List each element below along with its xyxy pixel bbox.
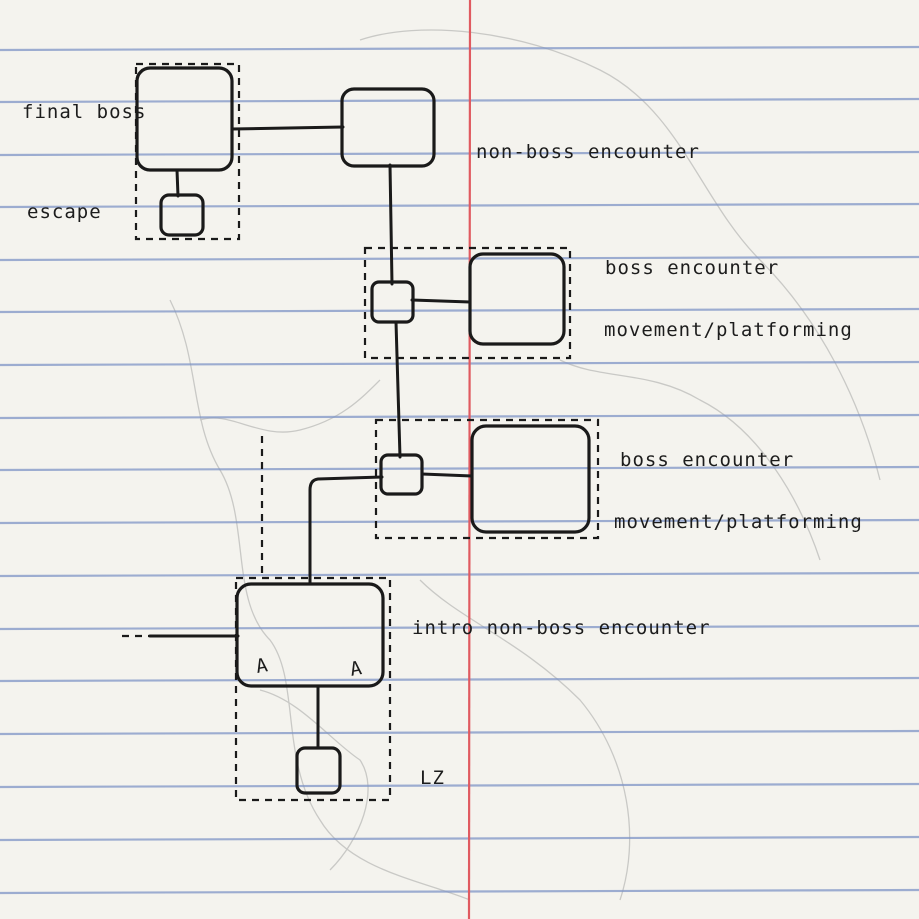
labels: final boss escape non-boss encounter bos… xyxy=(22,101,863,789)
intro-room xyxy=(235,582,385,688)
intro-room-left-mark: A xyxy=(254,654,270,678)
label-boss-1-line-2: movement/platforming xyxy=(604,319,853,341)
label-lz: LZ xyxy=(420,767,445,789)
connector-final-to-top xyxy=(230,125,345,131)
background-pencil-sketch xyxy=(169,29,881,901)
margin-line xyxy=(467,0,472,919)
intro-room-right-mark: A xyxy=(348,657,364,681)
connector-hub2-to-boss2 xyxy=(420,472,474,478)
rooms xyxy=(135,66,591,795)
label-final-boss: final boss xyxy=(22,101,146,123)
label-intro: intro non-boss encounter xyxy=(412,617,711,639)
label-boss-2-line-2: movement/platforming xyxy=(614,511,863,533)
boss-1-group-outline xyxy=(363,246,572,360)
intro-group-outline xyxy=(234,576,392,802)
boss-1-hub-room xyxy=(370,280,415,324)
connector-final-to-escape xyxy=(175,168,180,198)
boss-2-group-outline xyxy=(374,418,600,540)
top-encounter-room xyxy=(340,87,436,168)
connector-hub1-to-boss1 xyxy=(410,298,472,304)
connector-hub1-to-hub2 xyxy=(394,320,402,459)
label-top-encounter: non-boss encounter xyxy=(476,141,700,163)
label-boss-2-line-1: boss encounter xyxy=(620,449,794,471)
lz-room xyxy=(295,746,342,795)
connector-top-to-hub1 xyxy=(388,163,394,286)
connectors xyxy=(148,125,474,750)
notebook-rule-lines xyxy=(0,45,919,895)
boss-2-hub-room xyxy=(379,453,424,496)
label-escape: escape xyxy=(27,201,102,223)
connector-hub2-to-intro xyxy=(308,475,384,585)
boss-2-room xyxy=(470,424,591,534)
boss-1-room xyxy=(468,252,566,346)
escape-room xyxy=(159,193,205,237)
label-boss-1-line-1: boss encounter xyxy=(605,257,779,279)
final-boss-room xyxy=(135,66,234,172)
